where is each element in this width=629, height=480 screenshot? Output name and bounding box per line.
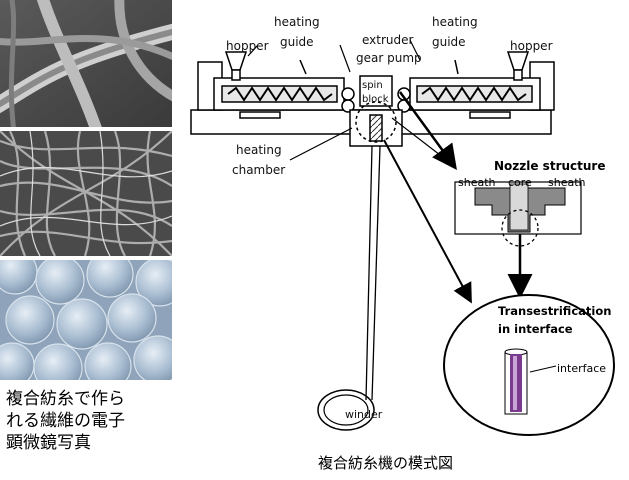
label-heating-guide-right-2: guide <box>432 35 466 49</box>
label-spin: spin <box>362 80 383 91</box>
interface-title-1: Transestrification <box>498 304 611 318</box>
label-winder: winder <box>345 408 383 421</box>
label-heating-chamber-2: chamber <box>232 163 285 177</box>
photo-fiber-cross-sections <box>0 260 172 380</box>
nozzle-label-sheath-left: sheath <box>458 176 496 189</box>
sem-photo-thick-fibers <box>0 0 172 127</box>
interface-detail <box>443 294 615 436</box>
interface-title-2: in interface <box>498 322 573 336</box>
label-extruder: extruder <box>362 33 414 47</box>
photo-caption-line-1: 複合紡糸で作ら <box>6 389 125 409</box>
label-heating-guide-left-1: heating <box>274 15 320 29</box>
nozzle-structure <box>454 181 582 247</box>
label-hopper-right: hopper <box>510 39 553 53</box>
label-heating-chamber-1: heating <box>236 143 282 157</box>
nozzle-title: Nozzle structure <box>494 159 605 173</box>
interface-label: interface <box>557 362 606 375</box>
machine-caption: 複合紡糸機の模式図 <box>318 454 453 472</box>
photo-caption-line-3: 顕微鏡写真 <box>6 433 91 453</box>
nozzle-label-sheath-right: sheath <box>548 176 586 189</box>
label-gear-pump: gear pump <box>356 51 422 65</box>
label-hopper-left: hopper <box>226 39 269 53</box>
label-block: block <box>362 94 389 105</box>
photo-caption-line-2: れる繊維の電子 <box>6 411 125 431</box>
winder <box>317 389 375 431</box>
label-heating-guide-right-1: heating <box>432 15 478 29</box>
photo-caption: 複合紡糸で作ら れる繊維の電子 顕微鏡写真 <box>6 388 176 454</box>
nozzle-label-core: core <box>508 176 532 189</box>
extruder-machine <box>190 51 555 147</box>
sem-photo-fine-fibers <box>0 131 172 256</box>
label-heating-guide-left-2: guide <box>280 35 314 49</box>
